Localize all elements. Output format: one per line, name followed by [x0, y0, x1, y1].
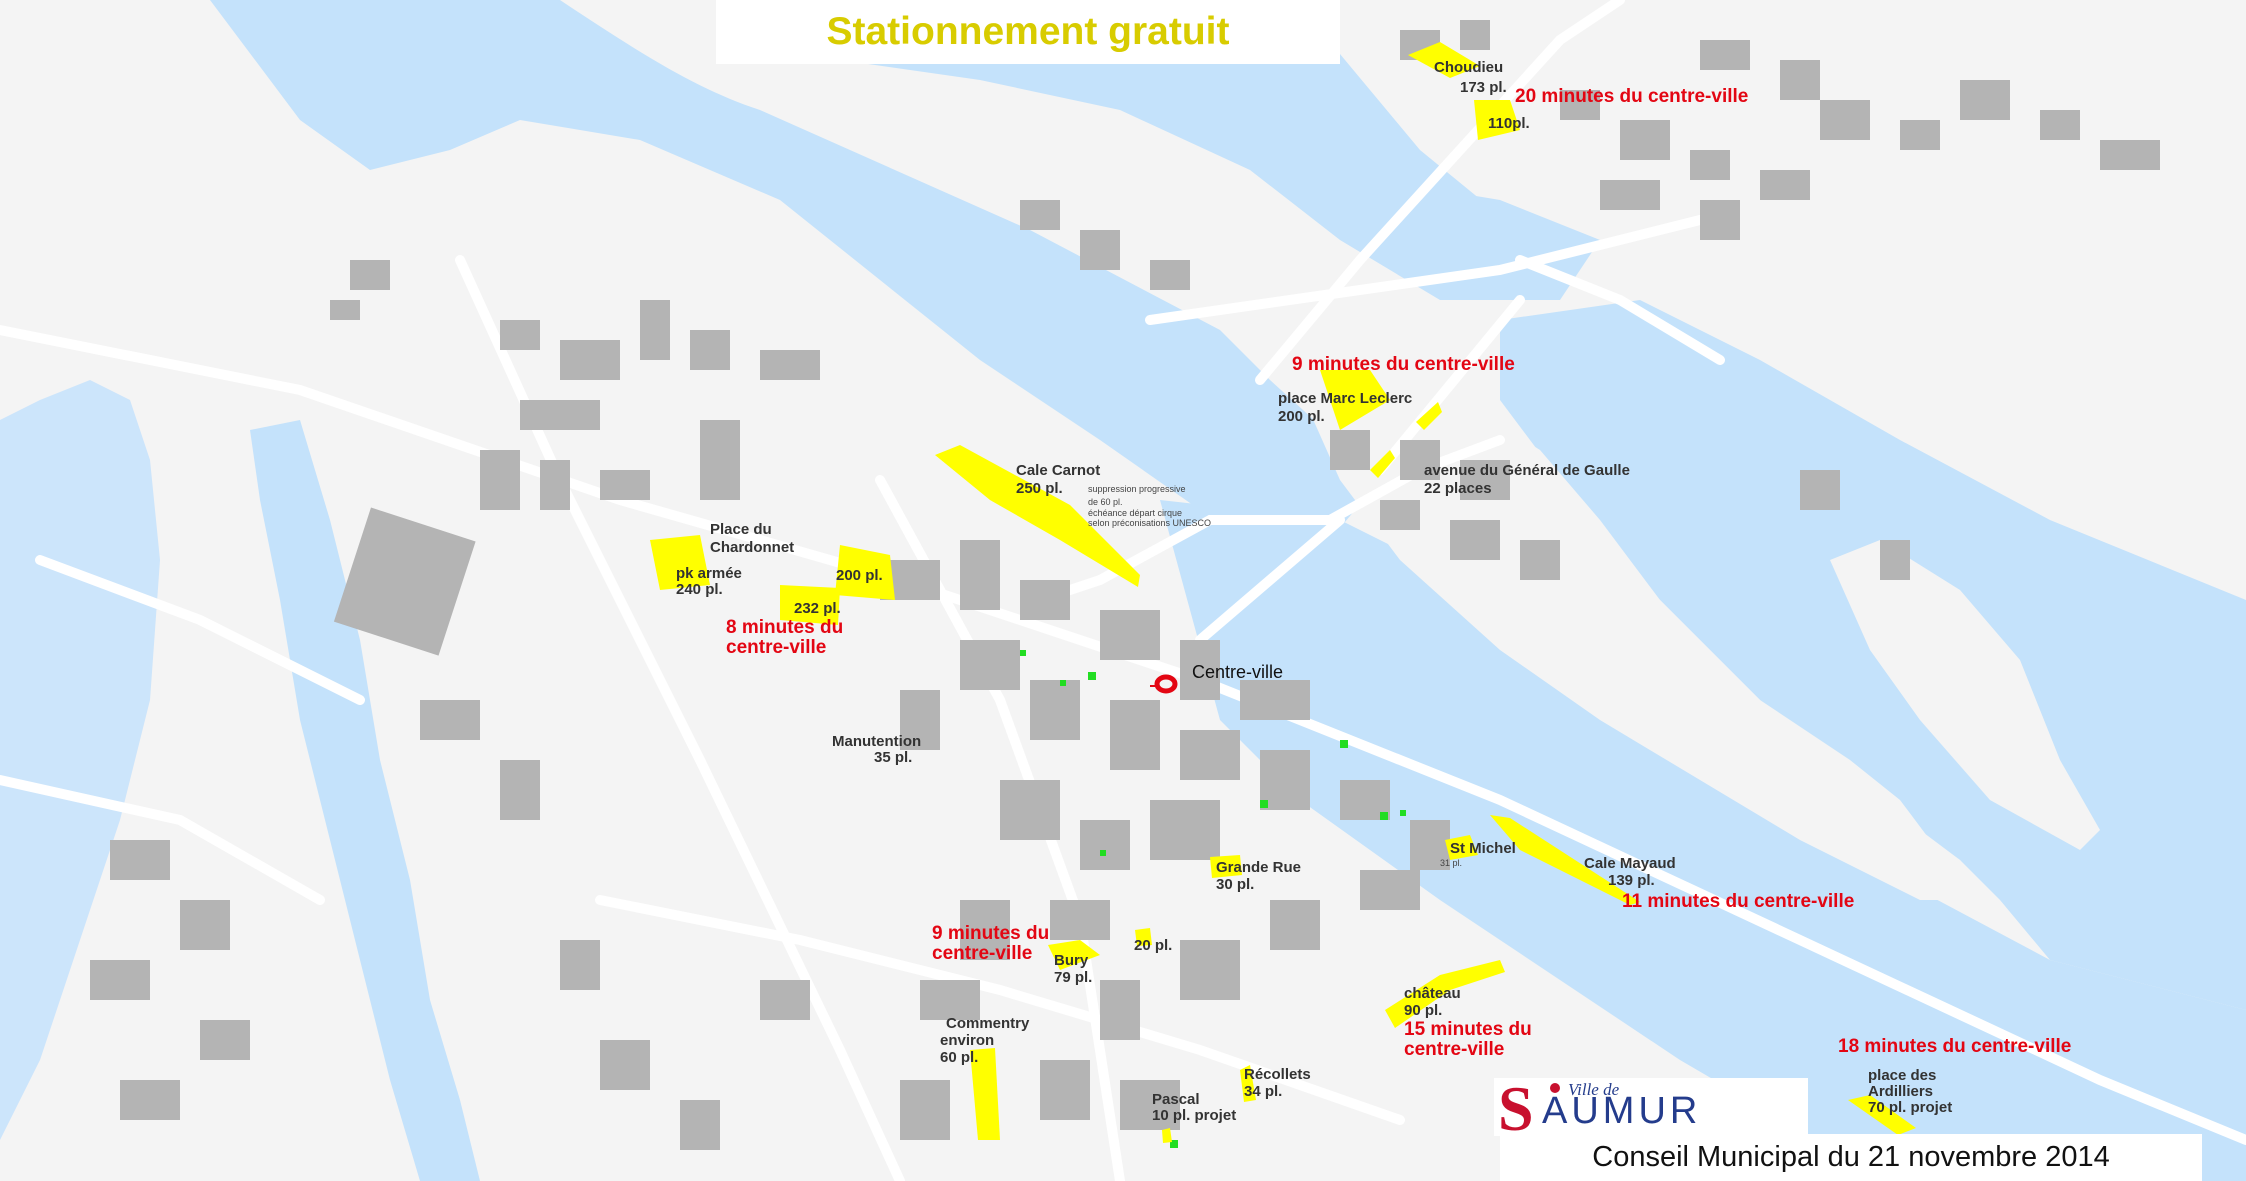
distance-bury-2: centre-ville — [932, 943, 1032, 964]
distance-chateau-2: centre-ville — [1404, 1039, 1504, 1060]
label-commentry-places: 60 pl. — [940, 1049, 978, 1066]
label-chardonnet-2: Chardonnet — [710, 539, 794, 556]
parking-marc-leclerc — [1320, 370, 1390, 430]
label-chateau: château — [1404, 985, 1461, 1002]
title-banner: Stationnement gratuit — [716, 0, 1340, 64]
parking-ardilliers — [1848, 1095, 1916, 1135]
label-choudieu-places-2: 110pl. — [1488, 115, 1530, 132]
note-cale-carnot-2: de 60 pl. — [1088, 497, 1123, 507]
logo-name-rest: AUMUR — [1542, 1090, 1702, 1132]
distance-cale-mayaud: 11 minutes du centre-ville — [1622, 891, 1854, 912]
footer: Conseil Municipal du 21 novembre 2014 — [1500, 1134, 2202, 1181]
distance-marc-leclerc: 9 minutes du centre-ville — [1292, 354, 1515, 375]
label-grande-rue: Grande Rue — [1216, 859, 1301, 876]
parking-general-de-gaulle — [1416, 402, 1442, 430]
label-cale-mayaud-places: 139 pl. — [1608, 872, 1655, 889]
label-marc-leclerc-places: 200 pl. — [1278, 408, 1325, 425]
label-recollets: Récollets — [1244, 1066, 1311, 1083]
label-general-de-gaulle: avenue du Général de Gaulle — [1424, 462, 1630, 479]
note-cale-carnot-3: échéance départ cirque — [1088, 508, 1182, 518]
label-pk-armee-places: 240 pl. — [676, 581, 723, 598]
parking-20pl — [1135, 928, 1152, 946]
green-spaces — [1020, 650, 1406, 1148]
label-cale-carnot: Cale Carnot — [1016, 462, 1100, 479]
islands — [0, 120, 2100, 900]
label-manutention: Manutention — [832, 733, 921, 750]
distance-ardilliers: 18 minutes du centre-ville — [1838, 1036, 2071, 1057]
parking-recollets — [1240, 1065, 1256, 1102]
logo-letter-s: S — [1498, 1073, 1534, 1144]
parking-areas — [650, 42, 1916, 1143]
label-choudieu: Choudieu — [1434, 59, 1503, 76]
city-center-marker-icon[interactable] — [1150, 674, 1178, 694]
distance-chardonnet-2: centre-ville — [726, 637, 826, 658]
label-pascal-places: 10 pl. projet — [1152, 1107, 1236, 1124]
label-chardonnet-200: 200 pl. — [836, 567, 883, 584]
label-commentry-1: Commentry — [946, 1015, 1030, 1032]
parking-pk-armee — [650, 535, 710, 590]
label-manutention-places: 35 pl. — [874, 749, 912, 766]
label-ardilliers-places: 70 pl. projet — [1868, 1099, 1952, 1116]
label-bury-places: 79 pl. — [1054, 969, 1092, 986]
label-marc-leclerc: place Marc Leclerc — [1278, 390, 1412, 407]
parking-bury — [1048, 940, 1100, 970]
parking-chardonnet-200 — [835, 545, 895, 600]
label-pk-armee: pk armée — [676, 565, 742, 582]
city-center-label: Centre-ville — [1192, 662, 1283, 682]
label-grande-rue-places: 30 pl. — [1216, 876, 1254, 893]
parking-st-michel — [1445, 835, 1478, 860]
parking-chardonnet-232 — [780, 585, 840, 625]
logo-dot-icon — [1550, 1083, 1560, 1093]
label-bury: Bury — [1054, 952, 1089, 969]
label-general-de-gaulle-places: 22 places — [1424, 480, 1492, 497]
label-20pl: 20 pl. — [1134, 937, 1172, 954]
parking-grande-rue — [1210, 855, 1242, 878]
label-chateau-places: 90 pl. — [1404, 1002, 1442, 1019]
label-chardonnet-232: 232 pl. — [794, 600, 841, 617]
label-cale-carnot-places: 250 pl. — [1016, 480, 1063, 497]
label-st-michel-places: 31 pl. — [1440, 858, 1462, 868]
label-st-michel: St Michel — [1450, 840, 1516, 857]
parking-chateau — [1385, 960, 1505, 1028]
logo-prefix: Ville de — [1568, 1080, 1620, 1099]
parking-commentry — [970, 1048, 1000, 1140]
parking-choudieu — [1408, 42, 1480, 78]
distance-chardonnet-1: 8 minutes du — [726, 617, 843, 638]
label-choudieu-places: 173 pl. — [1460, 79, 1507, 96]
label-ardilliers-1: place des — [1868, 1067, 1936, 1084]
parking-cale-carnot — [935, 445, 1140, 587]
note-cale-carnot-1: suppression progressive — [1088, 484, 1186, 494]
distance-chateau-1: 15 minutes du — [1404, 1019, 1532, 1040]
label-recollets-places: 34 pl. — [1244, 1083, 1282, 1100]
label-commentry-2: environ — [940, 1032, 994, 1049]
distance-choudieu: 20 minutes du centre-ville — [1515, 86, 1748, 107]
distance-bury-1: 9 minutes du — [932, 923, 1049, 944]
label-chardonnet-1: Place du — [710, 521, 772, 538]
parking-choudieu-2 — [1474, 100, 1520, 140]
saumur-logo: S Ville de AUMUR — [1494, 1073, 1808, 1144]
page-title: Stationnement gratuit — [826, 10, 1230, 53]
buildings — [90, 20, 2160, 1150]
label-ardilliers-2: Ardilliers — [1868, 1083, 1933, 1100]
label-cale-mayaud: Cale Mayaud — [1584, 855, 1676, 872]
note-cale-carnot-4: selon préconisations UNESCO — [1088, 518, 1211, 528]
footer-text: Conseil Municipal du 21 novembre 2014 — [1592, 1141, 2110, 1173]
parking-pascal — [1162, 1128, 1172, 1143]
label-pascal: Pascal — [1152, 1091, 1200, 1108]
parking-cale-mayaud — [1490, 815, 1640, 905]
